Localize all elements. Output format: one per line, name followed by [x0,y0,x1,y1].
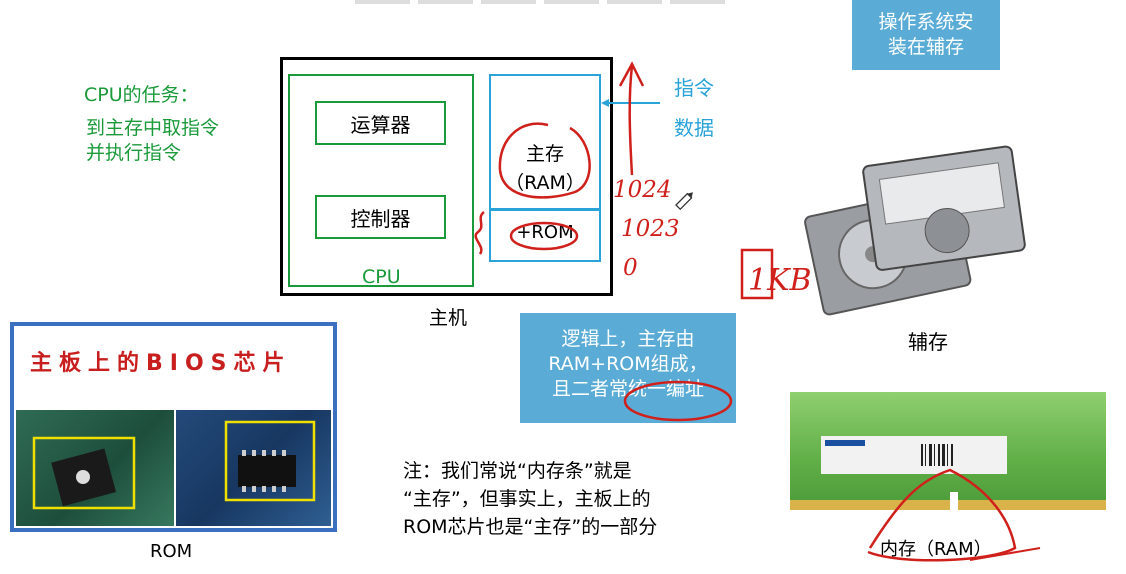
cpu-label: CPU [362,266,401,288]
os-callout-line: 操作系统安 [878,11,974,33]
one-kb-box [740,248,774,300]
logical-address-callout: 逻辑上，主存由 RAM+ROM组成， 且二者常统一编址 [520,313,736,423]
cpu-task-line: 到主存中取指令 [86,117,220,139]
note-line: 注：我们常说“内存条”就是 [403,460,632,482]
secondary-storage-caption: 辅存 [908,330,948,354]
hand-number-0: 0 [623,255,638,281]
alu-box: 运算器 [315,101,446,145]
toolbar-tab[interactable] [607,0,662,4]
ram-label: 主存 （RAM） [495,140,595,198]
hand-number-1023: 1023 [621,216,680,242]
bios-chip-photo [176,410,331,526]
rom-label: +ROM [516,222,574,243]
cpu-task-line: 并执行指令 [86,142,182,164]
bios-photo-title: 主板上的BIOS芯片 [30,351,292,376]
logic-callout-line: 且二者常统一编址 [551,378,704,400]
note-text: 注：我们常说“内存条”就是 “主存”，但事实上，主板上的 ROM芯片也是“主存”… [403,457,743,541]
rom-caption: ROM [150,541,193,562]
note-line: “主存”，但事实上，主板上的 [403,488,651,510]
toolbar-tab[interactable] [544,0,599,4]
toolbar-tab[interactable] [418,0,473,4]
chip-graphic [224,420,316,502]
memory-divider [489,208,601,211]
instruction-label: 指令 [674,76,714,100]
chip-graphic [32,436,136,510]
barcode-graphic [825,440,953,466]
alu-label: 运算器 [350,112,411,137]
logic-callout-line: 逻辑上，主存由 [561,328,695,350]
note-line: ROM芯片也是“主存”的一部分 [403,516,658,538]
control-unit-box: 控制器 [315,195,446,239]
host-label: 主机 [429,307,468,329]
ram-label-line: （RAM） [505,172,585,194]
data-label: 数据 [674,116,714,140]
cpu-box [288,74,474,287]
toolbar-tab[interactable] [481,0,536,4]
cpu-task-description: 到主存中取指令 并执行指令 [86,116,266,166]
control-unit-label: 控制器 [350,206,411,231]
toolbar-tab[interactable] [670,0,725,4]
toolbar-tab[interactable] [355,0,410,4]
logic-callout-line: RAM+ROM组成， [548,353,708,375]
ram-stick-caption: 内存（RAM） [880,539,992,560]
red-up-arrow [618,61,645,176]
hard-disk-image [804,145,1026,316]
ram-sticker [821,436,1007,474]
top-toolbar-strip [355,0,727,4]
os-callout-line: 装在辅存 [887,36,964,58]
main-memory-box [489,74,601,262]
cpu-task-title: CPU的任务： [84,84,199,106]
ram-label-line: 主存 [525,143,564,165]
hand-number-1024: 1024 [613,177,672,203]
pencil-icon [675,192,693,211]
os-callout: 操作系统安 装在辅存 [852,0,1000,70]
bios-chip-photo [16,410,174,526]
host-box [280,57,613,296]
